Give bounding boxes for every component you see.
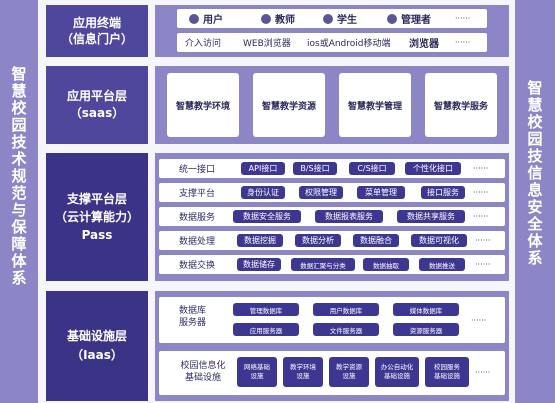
db-server-label: 数据库 服务器 <box>179 306 207 328</box>
pass-row-label: 支撑平台 <box>179 189 216 199</box>
access-item-3: ios或Android移动端 <box>307 39 391 49</box>
infra-chip: 校园服务 基础设施 <box>425 357 469 387</box>
users-more: ······ <box>455 14 471 23</box>
saas-panel: 智慧教学环境 智慧教学资源 智慧教学管理 智慧教学服务 <box>155 66 509 144</box>
admin-item: 管理者 <box>387 13 431 26</box>
saas-card-4: 智慧教学服务 <box>425 73 497 137</box>
pass-row-data-exchange: 数据交换 数据储存 数据汇聚与分类 数据抽取 数据推送 ······ <box>159 255 505 274</box>
pass-chip: 菜单管理 <box>357 186 405 199</box>
pass-label: 支撑平台层 （云计算能力） Pass <box>46 153 148 281</box>
access-item-2: WEB浏览器 <box>243 39 291 49</box>
pass-row-more: ······ <box>473 164 489 173</box>
pass-chip: 数据挖掘 <box>237 234 283 247</box>
right-side-bar: 智 慧 校 园 技 信 息 安 全 体 系 <box>515 0 555 403</box>
pass-chip: B/S接口 <box>293 162 337 175</box>
db-chip: 用户数据库 <box>313 303 379 316</box>
student-item: 学生 <box>323 13 357 26</box>
infra-label: 校园信息化 基础设施 <box>180 361 226 383</box>
pass-chip: 权限管理 <box>299 186 343 199</box>
user-icon <box>189 13 199 24</box>
pass-chip: 接口服务 <box>421 186 465 199</box>
pass-chip: API接口 <box>241 162 285 175</box>
app-terminal-label: 应用终端 （信息门户） <box>46 5 148 57</box>
access-item-1: 介入访问 <box>185 39 222 49</box>
pass-row-data-service: 数据服务 数据安全服务 数据报表服务 数据共享服务 ······ <box>159 207 505 226</box>
left-side-bar: 智 慧 校 园 技 术 规 范 与 保 障 体 系 <box>0 0 38 403</box>
pass-row-label: 数据服务 <box>179 213 216 223</box>
pass-chip: 个性化接口 <box>405 162 461 175</box>
pass-row-interface: 统一接口 API接口 B/S接口 C/S接口 个性化接口 ······ <box>159 159 505 178</box>
pass-row-data-processing: 数据处理 数据挖掘 数据分析 数据融合 数据可视化 ······ <box>159 231 505 250</box>
pass-row-more: ······ <box>473 188 489 197</box>
teacher-label: 教师 <box>275 15 295 26</box>
pass-chip: 数据安全服务 <box>233 210 301 223</box>
pass-chip: 数据分析 <box>295 234 341 247</box>
pass-row-label: 数据处理 <box>179 237 216 247</box>
infra-chip: 办公自动化 基础设施 <box>375 357 419 387</box>
infra-chip: 教学环境 设施 <box>283 357 323 387</box>
user-label: 用户 <box>203 15 223 26</box>
db-server-block: 数据库 服务器 管理数据库 用户数据库 媒体数据库 应用服务器 文件服务器 资源… <box>159 297 505 343</box>
teacher-item: 教师 <box>261 13 295 26</box>
pass-chip: 数据抽取 <box>363 258 409 271</box>
access-item-4: 浏览器 <box>409 39 439 50</box>
pass-row-label: 数据交换 <box>179 261 216 271</box>
infra-block: 校园信息化 基础设施 网络基础 设施 教学环境 设施 教学资源 设施 办公自动化… <box>159 351 505 395</box>
admin-icon <box>387 13 397 24</box>
access-more: ······ <box>455 38 471 47</box>
user-item: 用户 <box>189 13 223 26</box>
pass-chip: 数据储存 <box>237 258 281 271</box>
pass-chip: 数据可视化 <box>411 234 467 247</box>
pass-chip: 数据汇聚与分类 <box>291 258 355 271</box>
db-chip: 文件服务器 <box>313 323 379 336</box>
pass-chip: 数据推送 <box>419 258 465 271</box>
saas-card-1: 智慧教学环境 <box>167 73 239 137</box>
pass-row-more: ······ <box>475 236 491 245</box>
db-chip: 资源服务器 <box>393 323 459 336</box>
db-more: ······ <box>471 316 487 325</box>
teacher-icon <box>261 13 271 24</box>
infra-more: ······ <box>475 368 491 377</box>
infra-chip: 网络基础 设施 <box>237 357 277 387</box>
pass-chip: 数据共享服务 <box>397 210 465 223</box>
pass-row-label: 统一接口 <box>179 165 216 175</box>
saas-label: 应用平台层 （saas） <box>46 66 148 144</box>
pass-panel: 统一接口 API接口 B/S接口 C/S接口 个性化接口 ······ 支撑平台… <box>155 153 509 281</box>
pass-row-more: ······ <box>475 260 491 269</box>
admin-label: 管理者 <box>401 15 431 26</box>
infra-chip: 教学资源 设施 <box>329 357 369 387</box>
pass-chip: 数据报表服务 <box>315 210 383 223</box>
saas-card-2: 智慧教学资源 <box>253 73 325 137</box>
student-icon <box>323 13 333 24</box>
pass-chip: 数据融合 <box>353 234 399 247</box>
right-side-title: 智 慧 校 园 技 信 息 安 全 体 系 <box>527 79 543 267</box>
db-chip: 应用服务器 <box>233 323 299 336</box>
pass-chip: C/S接口 <box>349 162 395 175</box>
pass-row-more: ······ <box>473 212 489 221</box>
student-label: 学生 <box>337 15 357 26</box>
saas-card-3: 智慧教学管理 <box>339 73 411 137</box>
app-terminal-panel: 用户 教师 学生 管理者 ······ 介入访问 WEB浏览器 ios或Andr… <box>155 5 509 57</box>
iaas-panel: 数据库 服务器 管理数据库 用户数据库 媒体数据库 应用服务器 文件服务器 资源… <box>155 291 509 401</box>
pass-chip: 身份认证 <box>241 186 285 199</box>
iaas-label: 基础设施层 （Iaas） <box>46 291 148 401</box>
left-side-title: 智 慧 校 园 技 术 规 范 与 保 障 体 系 <box>11 65 27 287</box>
users-row: 用户 教师 学生 管理者 ······ <box>177 9 487 28</box>
pass-row-platform: 支撑平台 身份认证 权限管理 菜单管理 接口服务 ······ <box>159 183 505 202</box>
db-chip: 媒体数据库 <box>393 303 459 316</box>
access-row: 介入访问 WEB浏览器 ios或Android移动端 浏览器 ······ <box>177 33 487 52</box>
db-chip: 管理数据库 <box>233 303 299 316</box>
